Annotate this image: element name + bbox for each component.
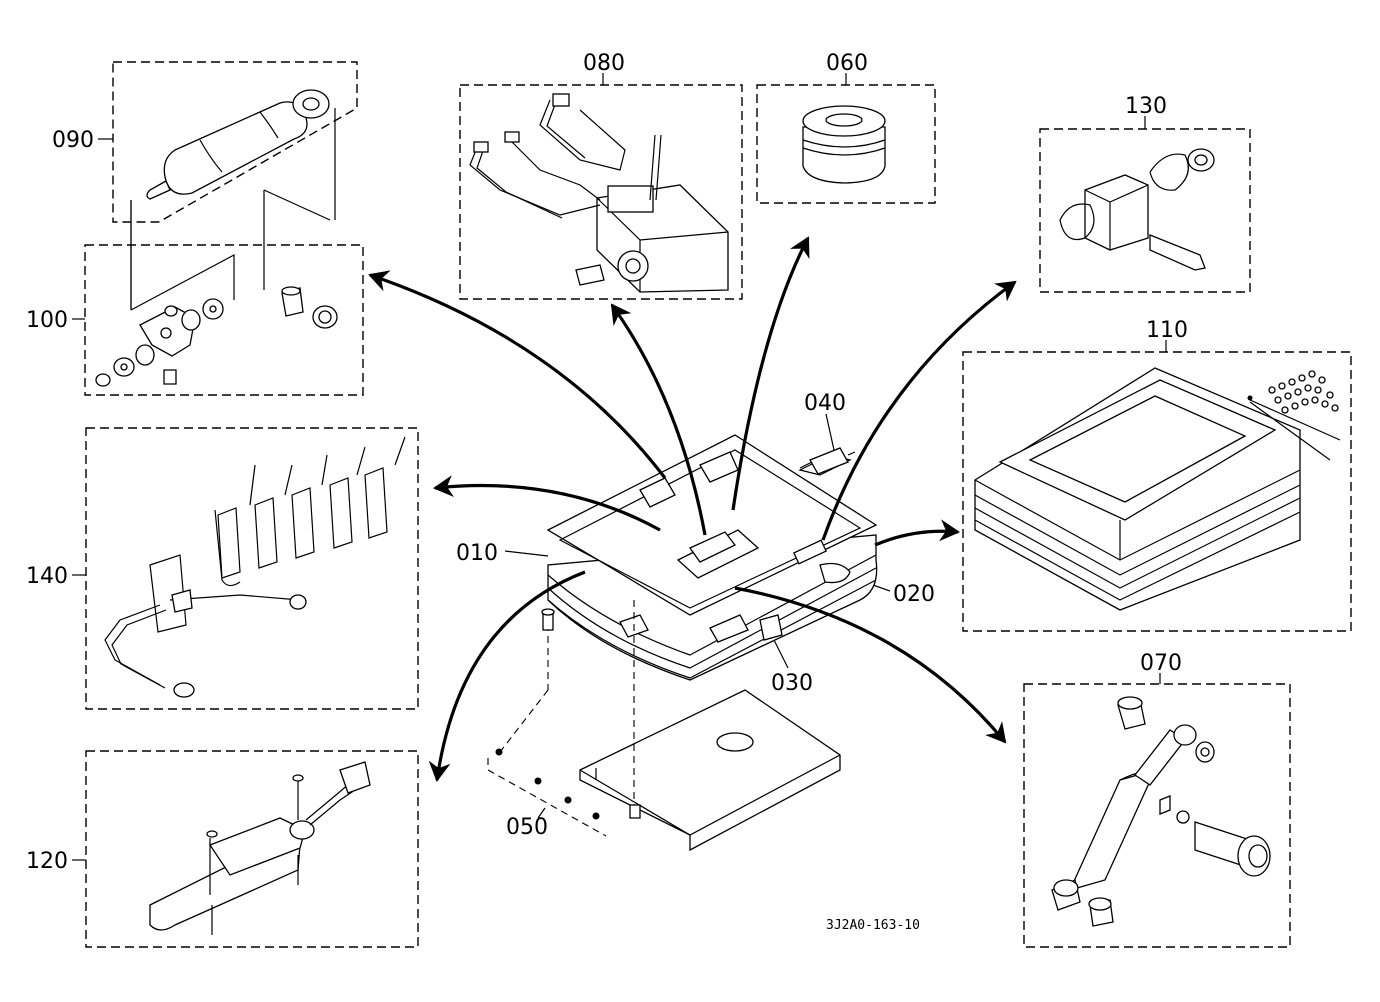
shock-absorber-090: [130, 89, 336, 310]
mounting-plate-050: [487, 600, 841, 852]
callout-110: 110: [1146, 318, 1188, 343]
callout-030: 030: [771, 671, 813, 696]
filter-060: [802, 105, 886, 184]
exploded-view-arrows: [368, 236, 1017, 782]
box-080-compressor: [459, 84, 743, 300]
callout-120: 120: [26, 849, 68, 874]
compressor-080: [469, 93, 729, 293]
air-lines-140: [104, 436, 406, 698]
callout-100: 100: [26, 308, 68, 333]
callout-090: 090: [52, 128, 94, 153]
mount-hardware-100: [95, 253, 338, 387]
callout-060: 060: [826, 51, 868, 76]
switch-bracket-120: [149, 761, 371, 935]
box-120-switch-bracket: [85, 750, 419, 948]
callout-040: 040: [804, 391, 846, 416]
box-110-seat-bellows: [962, 351, 1352, 632]
box-090-shock-absorber: [112, 61, 358, 223]
connector-040: [799, 447, 856, 475]
callout-130: 130: [1125, 94, 1167, 119]
drawing-number: 3J2A0-163-10: [826, 918, 920, 933]
callout-140: 140: [26, 564, 68, 589]
callout-010: 010: [456, 541, 498, 566]
callout-070: 070: [1140, 651, 1182, 676]
callout-050: 050: [506, 815, 548, 840]
seat-bellows-110: [974, 367, 1341, 611]
seat-suspension-010: [546, 434, 878, 681]
box-100-mount-hardware: [84, 244, 364, 396]
callout-080: 080: [583, 51, 625, 76]
damper-070: [1051, 696, 1271, 927]
lever-130: [1059, 148, 1215, 271]
box-070-damper: [1023, 683, 1291, 948]
box-140-air-lines: [85, 427, 419, 710]
callout-020: 020: [893, 582, 935, 607]
screw-set: [1268, 370, 1339, 414]
